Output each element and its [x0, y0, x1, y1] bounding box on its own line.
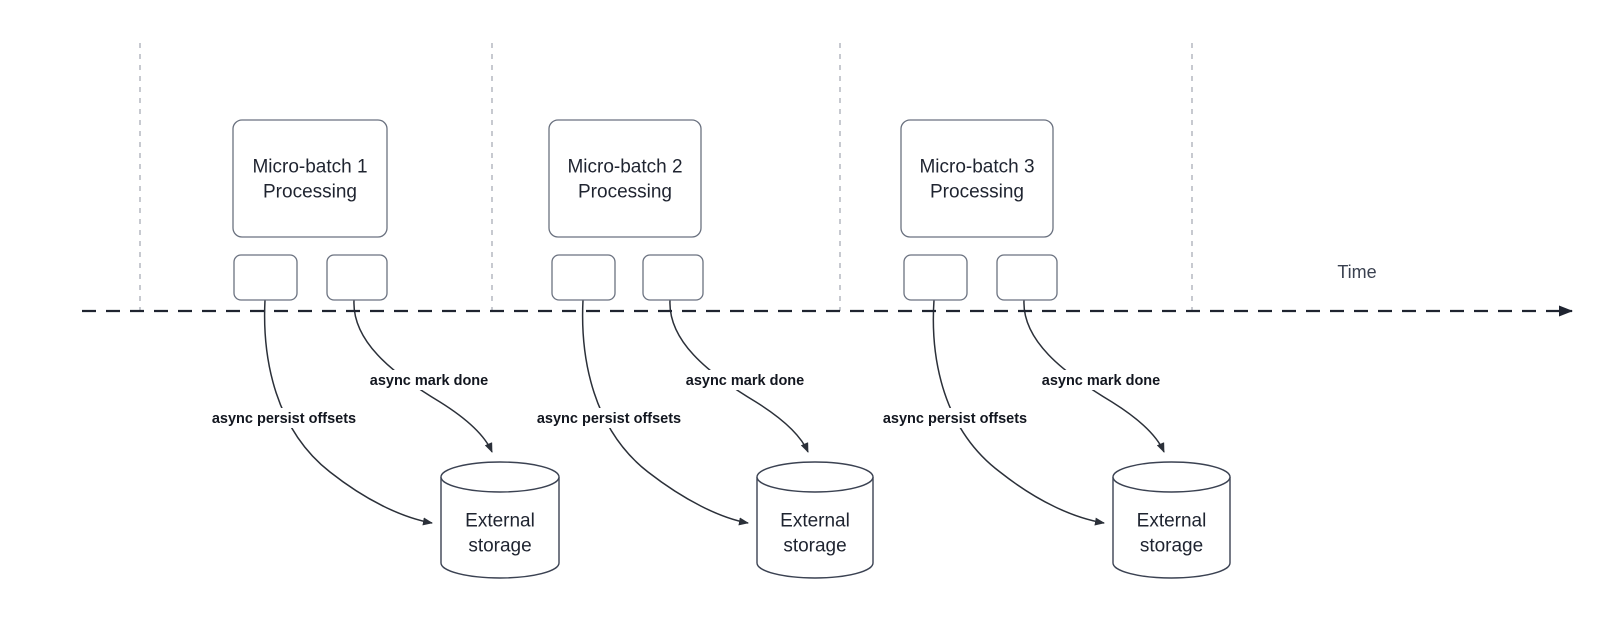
task-box-persist-offsets-task-group-2[interactable]: [551, 254, 616, 301]
process-box-rect: [900, 119, 1054, 238]
storage-label-line2: storage: [783, 536, 846, 557]
task-box-mark-done-task-group-1[interactable]: [326, 254, 388, 301]
process-box-line1: Micro-batch 1: [252, 157, 367, 178]
edge-label-halo: [369, 370, 489, 390]
cylinder-top: [756, 461, 874, 493]
process-box-rect: [232, 119, 388, 238]
cylinder-body: [440, 477, 560, 579]
task-box-mark-done-task-group-2[interactable]: [642, 254, 704, 301]
edge-label-halo: [201, 408, 367, 428]
edge-label-async-persist-offsets-group-2: async persist offsets: [526, 408, 692, 428]
edge-label-halo: [1041, 370, 1161, 390]
storage-label-line1: External: [1137, 511, 1207, 532]
edge-label-text: async mark done: [370, 373, 488, 389]
external-storage-group-3[interactable]: External storage: [1112, 461, 1231, 579]
edge-async-persist-offsets-group-1: [263, 299, 433, 526]
edge-label-async-mark-done-group-1: async mark done: [369, 370, 489, 390]
cylinder-top: [440, 461, 560, 493]
process-box-line2: Processing: [263, 182, 357, 203]
process-box-line2: Processing: [578, 182, 672, 203]
edge-labels-group: async persist offsets async mark done asyn…: [201, 370, 1161, 428]
process-box-line1: Micro-batch 2: [567, 157, 682, 178]
edge-label-text: async mark done: [1042, 373, 1160, 389]
external-storage-group-1[interactable]: External storage: [440, 461, 560, 579]
task-box-persist-offsets-task-group-1[interactable]: [233, 254, 298, 301]
edge-label-async-mark-done-group-3: async mark done: [1041, 370, 1161, 390]
cylinder-body: [1112, 477, 1231, 579]
edge-async-mark-done-group-3: [1023, 299, 1165, 453]
edge-label-halo: [872, 408, 1038, 428]
cylinder-top: [1112, 461, 1231, 493]
edge-async-mark-done-group-2: [669, 299, 809, 453]
timeline-tick-group: [139, 43, 1193, 311]
process-box-group-1[interactable]: Micro-batch 1 Processing: [232, 119, 388, 238]
timeline-axis-group: Time: [82, 262, 1573, 317]
edge-label-text: async persist offsets: [537, 411, 681, 427]
process-box-line1: Micro-batch 3: [919, 157, 1034, 178]
process-box-line2: Processing: [930, 182, 1024, 203]
edge-async-mark-done-group-1: [353, 299, 493, 453]
cylinder-body: [756, 477, 874, 579]
edge-label-text: async persist offsets: [212, 411, 356, 427]
edge-async-persist-offsets-group-3: [932, 299, 1105, 526]
storage-label-line2: storage: [468, 536, 531, 557]
edge-label-text: async mark done: [686, 373, 804, 389]
edge-label-halo: [685, 370, 805, 390]
process-box-group-3[interactable]: Micro-batch 3 Processing: [900, 119, 1054, 238]
edge-label-halo: [526, 408, 692, 428]
edge-label-async-mark-done-group-2: async mark done: [685, 370, 805, 390]
process-box-group-2[interactable]: Micro-batch 2 Processing: [548, 119, 702, 238]
storage-label-line1: External: [465, 511, 535, 532]
storage-label-line1: External: [780, 511, 850, 532]
time-axis-label: Time: [1337, 262, 1376, 282]
external-storage-group-2[interactable]: External storage: [756, 461, 874, 579]
edge-label-async-persist-offsets-group-1: async persist offsets: [201, 408, 367, 428]
edge-label-text: async persist offsets: [883, 411, 1027, 427]
edge-async-persist-offsets-group-2: [581, 299, 749, 526]
process-box-rect: [548, 119, 702, 238]
edge-label-async-persist-offsets-group-3: async persist offsets: [872, 408, 1038, 428]
flow-edges-group: [263, 299, 1165, 526]
task-box-mark-done-task-group-3[interactable]: [996, 254, 1058, 301]
storage-label-line2: storage: [1140, 536, 1203, 557]
task-box-persist-offsets-task-group-3[interactable]: [903, 254, 968, 301]
